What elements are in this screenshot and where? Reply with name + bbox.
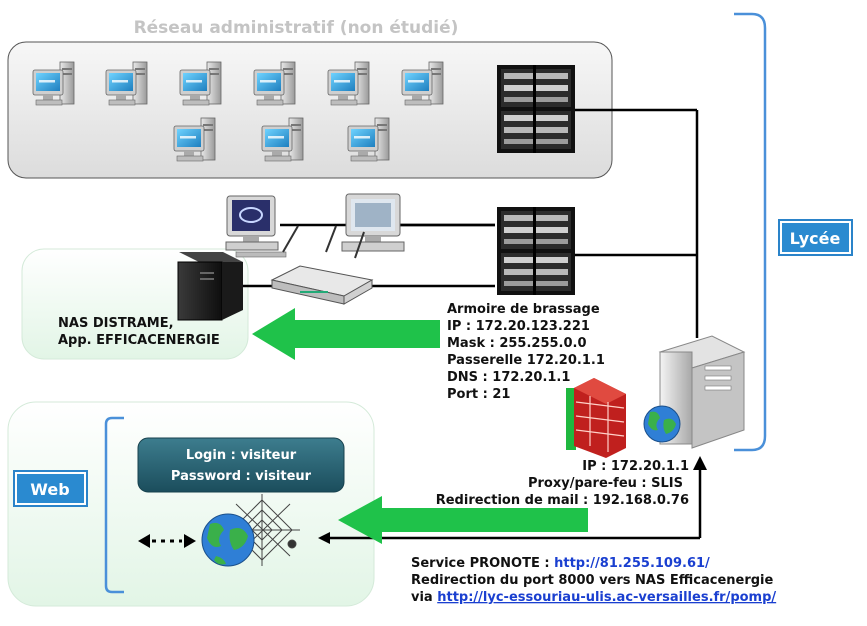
- lycee-switch: [270, 225, 374, 305]
- lycee-patch-rack: [497, 207, 575, 295]
- nas-label: NAS DISTRAME, App. EFFICACENERGIE: [58, 316, 220, 348]
- proxy-ip: IP : 172.20.1.1: [582, 459, 689, 474]
- proxy-mail: Redirection de mail : 192.168.0.76: [436, 493, 689, 508]
- nas-label-line2: App. EFFICACENERGIE: [58, 333, 220, 348]
- web-brace: [104, 416, 124, 594]
- armoire-port: Port : 21: [447, 387, 510, 402]
- armoire-gateway: Passerelle 172.20.1.1: [447, 353, 605, 368]
- lycee-brace: [734, 12, 767, 452]
- nas-label-line1: NAS DISTRAME,: [58, 316, 174, 331]
- web-label: Web: [30, 480, 69, 499]
- proxy-info: IP : 172.20.1.1 Proxy/pare-feu : SLIS Re…: [436, 459, 689, 508]
- lycee-workstation-1: [225, 195, 287, 258]
- pronote-via-line: via http://lyc-essouriau-ulis.ac-versail…: [411, 590, 776, 605]
- armoire-title: Armoire de brassage: [447, 302, 600, 317]
- nas-server: [177, 252, 243, 321]
- pronote-info: Service PRONOTE : http://81.255.109.61/ …: [411, 556, 776, 605]
- armoire-info: Armoire de brassage IP : 172.20.123.221 …: [447, 302, 605, 402]
- dotted-double-arrow: [138, 534, 196, 548]
- lycee-workstation-2: [341, 193, 405, 252]
- lycee-label: Lycée: [790, 229, 841, 248]
- admin-patch-rack: [497, 65, 575, 153]
- web-globe-icon: [201, 513, 255, 567]
- pronote-label: Service PRONOTE :: [411, 556, 554, 571]
- web-link-arrowhead: [318, 532, 330, 544]
- internet-globe-icon: [643, 405, 681, 443]
- pronote-line: Service PRONOTE : http://81.255.109.61/: [411, 556, 710, 571]
- pronote-url[interactable]: http://81.255.109.61/: [554, 556, 710, 571]
- pronote-redirect: Redirection du port 8000 vers NAS Effica…: [411, 573, 774, 588]
- nas-access-arrow: [252, 308, 440, 360]
- uplink-arrowhead: [693, 456, 707, 470]
- admin-network-title: Réseau administratif (non étudié): [134, 18, 459, 38]
- armoire-ip: IP : 172.20.123.221: [447, 319, 590, 334]
- armoire-mask: Mask : 255.255.0.0: [447, 336, 587, 351]
- pronote-via: via: [411, 590, 437, 605]
- pronote-via-url[interactable]: http://lyc-essouriau-ulis.ac-versailles.…: [437, 590, 776, 605]
- network-links: [220, 108, 702, 540]
- web-access-arrow: [338, 496, 588, 544]
- armoire-dns: DNS : 172.20.1.1: [447, 370, 570, 385]
- login-box: Login : visiteur Password : visiteur: [137, 437, 345, 493]
- password-line: Password : visiteur: [171, 469, 312, 484]
- firewall-icon: [566, 378, 626, 458]
- proxy-name: Proxy/pare-feu : SLIS: [528, 476, 683, 491]
- login-line: Login : visiteur: [186, 448, 297, 463]
